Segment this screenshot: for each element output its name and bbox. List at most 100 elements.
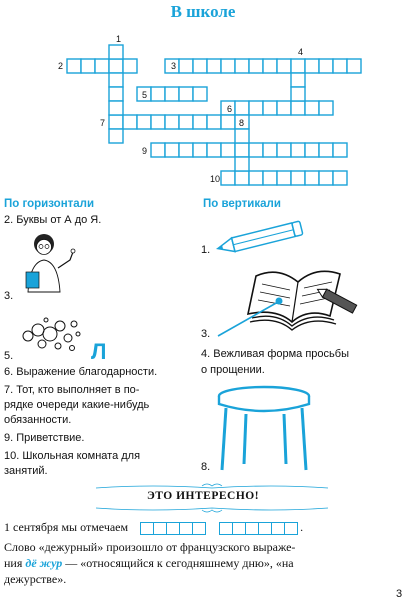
cell-across-6[interactable] — [290, 100, 306, 116]
cell-across-7[interactable] — [122, 114, 138, 130]
answer-box[interactable] — [166, 521, 181, 535]
answer-box[interactable] — [153, 521, 168, 535]
down-header: По вертикали — [203, 198, 281, 210]
interesting-line4: дежурстве». — [4, 572, 67, 586]
cell-across-3[interactable] — [248, 58, 264, 74]
cell-across-9[interactable] — [304, 142, 320, 158]
across-clue-2: 2. Буквы от А до Я. — [4, 214, 102, 226]
cell-across-3[interactable] — [262, 58, 278, 74]
teacher-illustration — [25, 234, 76, 293]
cell-across-3[interactable] — [178, 58, 194, 74]
cell-across-5[interactable] — [192, 86, 208, 102]
answer-boxes-word1[interactable] — [140, 520, 207, 535]
cell-across-3[interactable] — [234, 58, 250, 74]
cell-across-9[interactable] — [192, 142, 208, 158]
cell-across-7[interactable] — [178, 114, 194, 130]
cell-across-10[interactable] — [304, 170, 320, 186]
cell-down-1[interactable] — [108, 44, 124, 60]
cell-across-3[interactable] — [332, 58, 348, 74]
cell-down-1[interactable] — [108, 72, 124, 88]
cell-down-1[interactable] — [108, 128, 124, 144]
down-clue-3: 3. — [201, 328, 211, 340]
cell-across-7[interactable] — [150, 114, 166, 130]
answer-box[interactable] — [219, 521, 234, 535]
answer-box[interactable] — [179, 521, 194, 535]
cell-across-9[interactable] — [276, 142, 292, 158]
cell-across-6[interactable] — [234, 100, 250, 116]
cell-across-6[interactable] — [262, 100, 278, 116]
cell-across-6[interactable] — [248, 100, 264, 116]
cell-across-2[interactable] — [80, 58, 96, 74]
cell-across-10[interactable] — [276, 170, 292, 186]
cell-down-8[interactable] — [234, 128, 250, 144]
page-title: В школе — [170, 2, 236, 21]
answer-box[interactable] — [271, 521, 286, 535]
cell-across-2[interactable] — [94, 58, 110, 74]
cell-across-6[interactable] — [304, 100, 320, 116]
cell-across-3[interactable] — [346, 58, 362, 74]
cell-across-3[interactable] — [318, 58, 334, 74]
table-illustration — [217, 385, 311, 471]
cell-across-7[interactable] — [220, 114, 236, 130]
cell-across-10[interactable] — [234, 170, 250, 186]
cell-across-9[interactable] — [164, 142, 180, 158]
cell-across-7[interactable] — [206, 114, 222, 130]
cell-across-10[interactable] — [220, 170, 236, 186]
cell-across-5[interactable] — [150, 86, 166, 102]
cell-across-9[interactable] — [290, 142, 306, 158]
answer-boxes-word2[interactable] — [219, 520, 299, 535]
cell-across-2[interactable] — [108, 58, 124, 74]
cell-across-9[interactable] — [220, 142, 236, 158]
grid-number-2: 2 — [58, 61, 64, 71]
cell-across-9[interactable] — [262, 142, 278, 158]
cell-across-9[interactable] — [206, 142, 222, 158]
cell-down-4[interactable] — [290, 72, 306, 88]
cell-across-7[interactable] — [108, 114, 124, 130]
answer-box[interactable] — [232, 521, 247, 535]
cell-across-10[interactable] — [262, 170, 278, 186]
cell-across-9[interactable] — [332, 142, 348, 158]
cell-across-9[interactable] — [318, 142, 334, 158]
interesting-line1-text: 1 сентября мы отмечаем — [4, 520, 129, 534]
answer-box[interactable] — [140, 521, 155, 535]
cell-across-6[interactable] — [276, 100, 292, 116]
cell-across-3[interactable] — [206, 58, 222, 74]
cell-across-3[interactable] — [192, 58, 208, 74]
cell-across-3[interactable] — [220, 58, 236, 74]
cell-across-6[interactable] — [318, 100, 334, 116]
cell-down-8[interactable] — [234, 156, 250, 172]
grid-number-8: 8 — [239, 118, 245, 128]
cell-across-10[interactable] — [290, 170, 306, 186]
cell-across-10[interactable] — [248, 170, 264, 186]
ornament-divider — [95, 483, 329, 513]
cell-across-2[interactable] — [66, 58, 82, 74]
cell-across-9[interactable] — [178, 142, 194, 158]
cell-across-3[interactable] — [304, 58, 320, 74]
cell-across-7[interactable] — [164, 114, 180, 130]
cell-across-7[interactable] — [192, 114, 208, 130]
soap-bubbles-illustration — [22, 317, 81, 351]
grid-number-6: 6 — [227, 104, 233, 114]
cell-across-5[interactable] — [164, 86, 180, 102]
across-clue-3: 3. — [4, 290, 14, 302]
cell-across-3[interactable] — [276, 58, 292, 74]
answer-box[interactable] — [258, 521, 273, 535]
grid-number-9: 9 — [142, 146, 148, 156]
cell-across-5[interactable] — [178, 86, 194, 102]
answer-box[interactable] — [284, 521, 299, 535]
cell-across-9[interactable] — [248, 142, 264, 158]
cell-across-10[interactable] — [318, 170, 334, 186]
cell-across-2[interactable] — [122, 58, 138, 74]
cell-across-9[interactable] — [150, 142, 166, 158]
cell-down-1[interactable] — [108, 100, 124, 116]
answer-box[interactable] — [192, 521, 207, 535]
down-clue-8: 8. — [201, 461, 211, 473]
cell-across-9[interactable] — [234, 142, 250, 158]
cell-across-3[interactable] — [290, 58, 306, 74]
cell-down-1[interactable] — [108, 86, 124, 102]
answer-box[interactable] — [245, 521, 260, 535]
cell-across-7[interactable] — [136, 114, 152, 130]
cell-across-10[interactable] — [332, 170, 348, 186]
down-clue-4-line2: о прощении. — [201, 364, 265, 376]
cell-down-4[interactable] — [290, 86, 306, 102]
